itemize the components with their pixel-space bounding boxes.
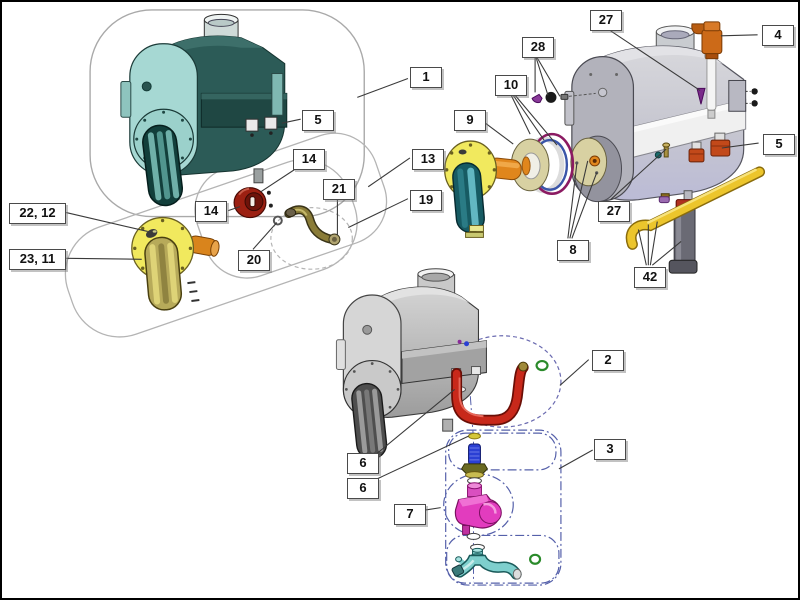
screw-27-top <box>696 87 706 105</box>
callout-9: 9 <box>454 110 486 131</box>
fitting-5-left-b <box>264 116 278 130</box>
callout-8: 8 <box>557 240 589 261</box>
callout-1: 1 <box>410 67 442 88</box>
callout-27-right: 27 <box>598 201 630 222</box>
air-valve-4 <box>691 21 723 60</box>
boiler-right <box>531 21 758 203</box>
callout-42: 42 <box>634 267 666 288</box>
callout-3: 3 <box>594 439 626 460</box>
boiler-center <box>335 268 487 460</box>
callout-23-11: 23, 11 <box>9 249 66 270</box>
callout-6-lower: 6 <box>347 478 379 499</box>
drain-pipe-teal <box>451 543 542 580</box>
washer-6-lower <box>468 432 481 440</box>
callout-27-top: 27 <box>590 10 622 31</box>
callout-4: 4 <box>762 25 794 46</box>
brass-pipe-20 <box>272 205 341 246</box>
callout-14-top: 14 <box>293 149 325 170</box>
callout-21: 21 <box>323 179 355 200</box>
callout-20: 20 <box>238 250 270 271</box>
callout-13: 13 <box>412 149 444 170</box>
leader-lines <box>66 30 759 512</box>
callout-5-left: 5 <box>302 110 334 131</box>
oring-green-hose <box>535 359 549 372</box>
callout-6-upper: 6 <box>347 453 379 474</box>
pipe-yellow <box>627 167 764 249</box>
fittings-5-right <box>688 132 731 163</box>
outline-group-1 <box>89 9 365 218</box>
callout-22-12: 22, 12 <box>9 203 66 224</box>
outline-dashed-2 <box>443 335 562 428</box>
pipe-assembly-42 <box>625 166 766 274</box>
callout-19: 19 <box>410 190 442 211</box>
boiler-teal <box>120 13 288 207</box>
bolt-blue-6 <box>460 432 489 485</box>
callout-14-left: 14 <box>195 201 227 222</box>
hose-red-2 <box>451 359 549 426</box>
callout-10: 10 <box>495 75 527 96</box>
heat-exchanger-teal <box>142 124 184 207</box>
grommet-14 <box>233 187 273 219</box>
small-ring-20 <box>272 215 283 226</box>
heat-exchanger-right <box>452 162 485 234</box>
sight-tube <box>706 56 717 111</box>
valve-pink-7 <box>454 482 502 540</box>
oring-green-drain <box>529 553 542 565</box>
fitting-5-left-a <box>245 118 259 132</box>
outline-dashed-19 <box>270 207 353 270</box>
side-bracket <box>728 79 747 112</box>
heat-exchanger-center <box>351 382 388 460</box>
callout-2: 2 <box>592 350 624 371</box>
callout-7: 7 <box>394 504 426 525</box>
callout-5-right: 5 <box>763 134 795 155</box>
callout-28: 28 <box>522 37 554 58</box>
burner-flange-left <box>131 216 220 311</box>
heat-exchanger-olive <box>144 236 183 311</box>
burner-parts-right <box>444 132 608 238</box>
